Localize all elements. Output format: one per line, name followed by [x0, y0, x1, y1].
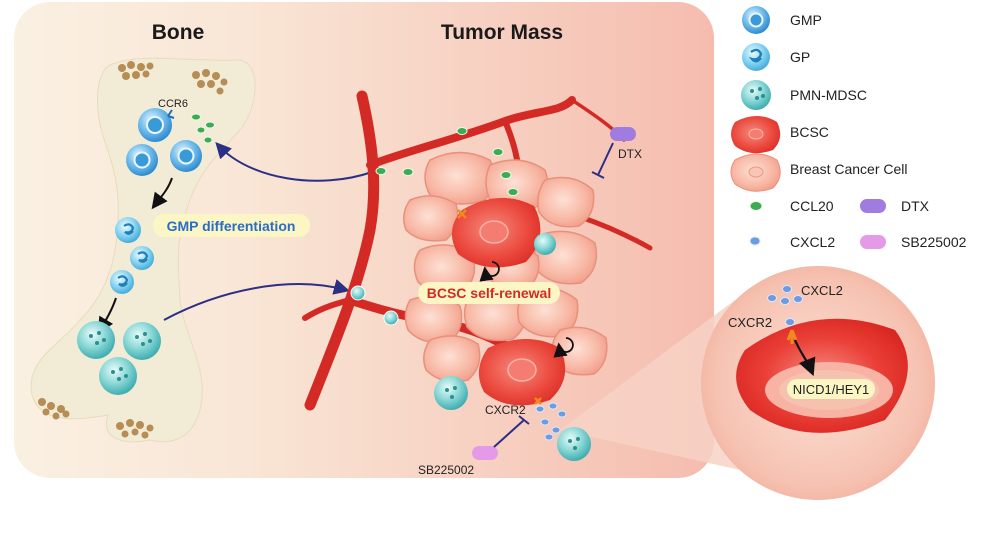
legend-dtx: DTX	[860, 198, 930, 214]
bcsc-self-renewal-badge	[418, 282, 560, 304]
dtx-inhibition	[591, 142, 614, 179]
tumor-cxcl2	[535, 402, 567, 441]
gmp-cell	[126, 144, 158, 176]
legend-breast-cancer-cell: Breast Cancer Cell	[730, 153, 908, 192]
mdsc-migration-arrow	[163, 279, 350, 321]
cxcr2-receptor	[786, 329, 798, 344]
gmp-differentiation-badge	[153, 214, 310, 237]
cxcr2-tumor-label: CXCR2	[485, 403, 526, 417]
legend-cxcl2: CXCL2	[749, 234, 835, 250]
legend-bcsc: BCSC	[731, 116, 829, 154]
legend-gmp: GMP	[742, 6, 822, 34]
self-renewal-arrow-1	[479, 261, 500, 282]
bone-ccl20	[191, 113, 215, 144]
ccr6-label: CCR6	[158, 98, 188, 110]
dtx-tumor-label: DTX	[618, 147, 642, 161]
tumor-ccl20	[375, 127, 519, 196]
tumor-bcsc-lower	[478, 339, 566, 406]
tumor-mass-title: Tumor Mass	[441, 21, 563, 44]
dtx-tumor	[610, 127, 636, 141]
legend-pmn-mdsc-label: PMN-MDSC	[790, 87, 867, 103]
signal-arrow	[793, 339, 816, 377]
bone-gmp-cells	[126, 108, 202, 176]
bone-title: Bone	[152, 21, 205, 44]
nicd1-hey1-label: NICD1/HEY1	[793, 382, 870, 397]
vessel-mdsc	[350, 285, 399, 326]
legend-gp-label: GP	[790, 49, 810, 65]
gmp-differentiation-label: GMP differentiation	[167, 218, 296, 234]
bone-mdsc-cells	[77, 321, 161, 395]
pmn-mdsc-cell	[99, 357, 137, 395]
legend-sb225002: SB225002	[860, 234, 967, 250]
cxcr2-zoom-label: CXCR2	[728, 315, 772, 330]
sb225002-tumor-label: SB225002	[418, 463, 474, 477]
zoom-cxcl2	[767, 285, 803, 326]
legend-gp: GP	[742, 43, 810, 71]
legend-pmn-mdsc: PMN-MDSC	[741, 80, 867, 110]
legend-cxcl2-label: CXCL2	[790, 234, 835, 250]
legend-ccl20: CCL20	[749, 198, 834, 214]
legend-breast-cancer-cell-label: Breast Cancer Cell	[790, 161, 908, 177]
sb225002-inhibition	[493, 415, 530, 448]
legend-gmp-label: GMP	[790, 12, 822, 28]
ccl20-recruit-arrow	[215, 142, 373, 182]
bone-gp-cells	[110, 217, 154, 294]
pmn-mdsc-cell	[123, 322, 161, 360]
self-renewal-arrow-2	[553, 337, 574, 358]
ccr6-receptor	[167, 109, 175, 119]
gp-cell	[130, 246, 154, 270]
zoom-cone	[560, 300, 740, 470]
legend-ccl20-label: CCL20	[790, 198, 834, 214]
legend: GMP GP PMN-MDSC BCSC Breast Cancer Cell …	[730, 6, 967, 250]
tumor-mdsc-cells	[434, 233, 591, 461]
pmn-mdsc-cell	[77, 321, 115, 359]
bone-trabeculae	[38, 61, 228, 439]
gp-cell	[115, 217, 141, 243]
legend-sb225002-label: SB225002	[901, 234, 967, 250]
cxcl2-zoom-label: CXCL2	[801, 283, 843, 298]
gmp-cell	[138, 108, 172, 142]
bcsc-self-renewal-label: BCSC self-renewal	[427, 285, 551, 301]
legend-dtx-label: DTX	[901, 198, 930, 214]
gmp-cell	[170, 140, 202, 172]
zoom-inset	[701, 266, 935, 500]
sb225002-tumor	[472, 446, 498, 460]
legend-bcsc-label: BCSC	[790, 124, 829, 140]
gp-cell	[110, 270, 134, 294]
differentiation-arrow-1	[151, 177, 173, 210]
tumor-bcsc-upper	[451, 197, 541, 268]
